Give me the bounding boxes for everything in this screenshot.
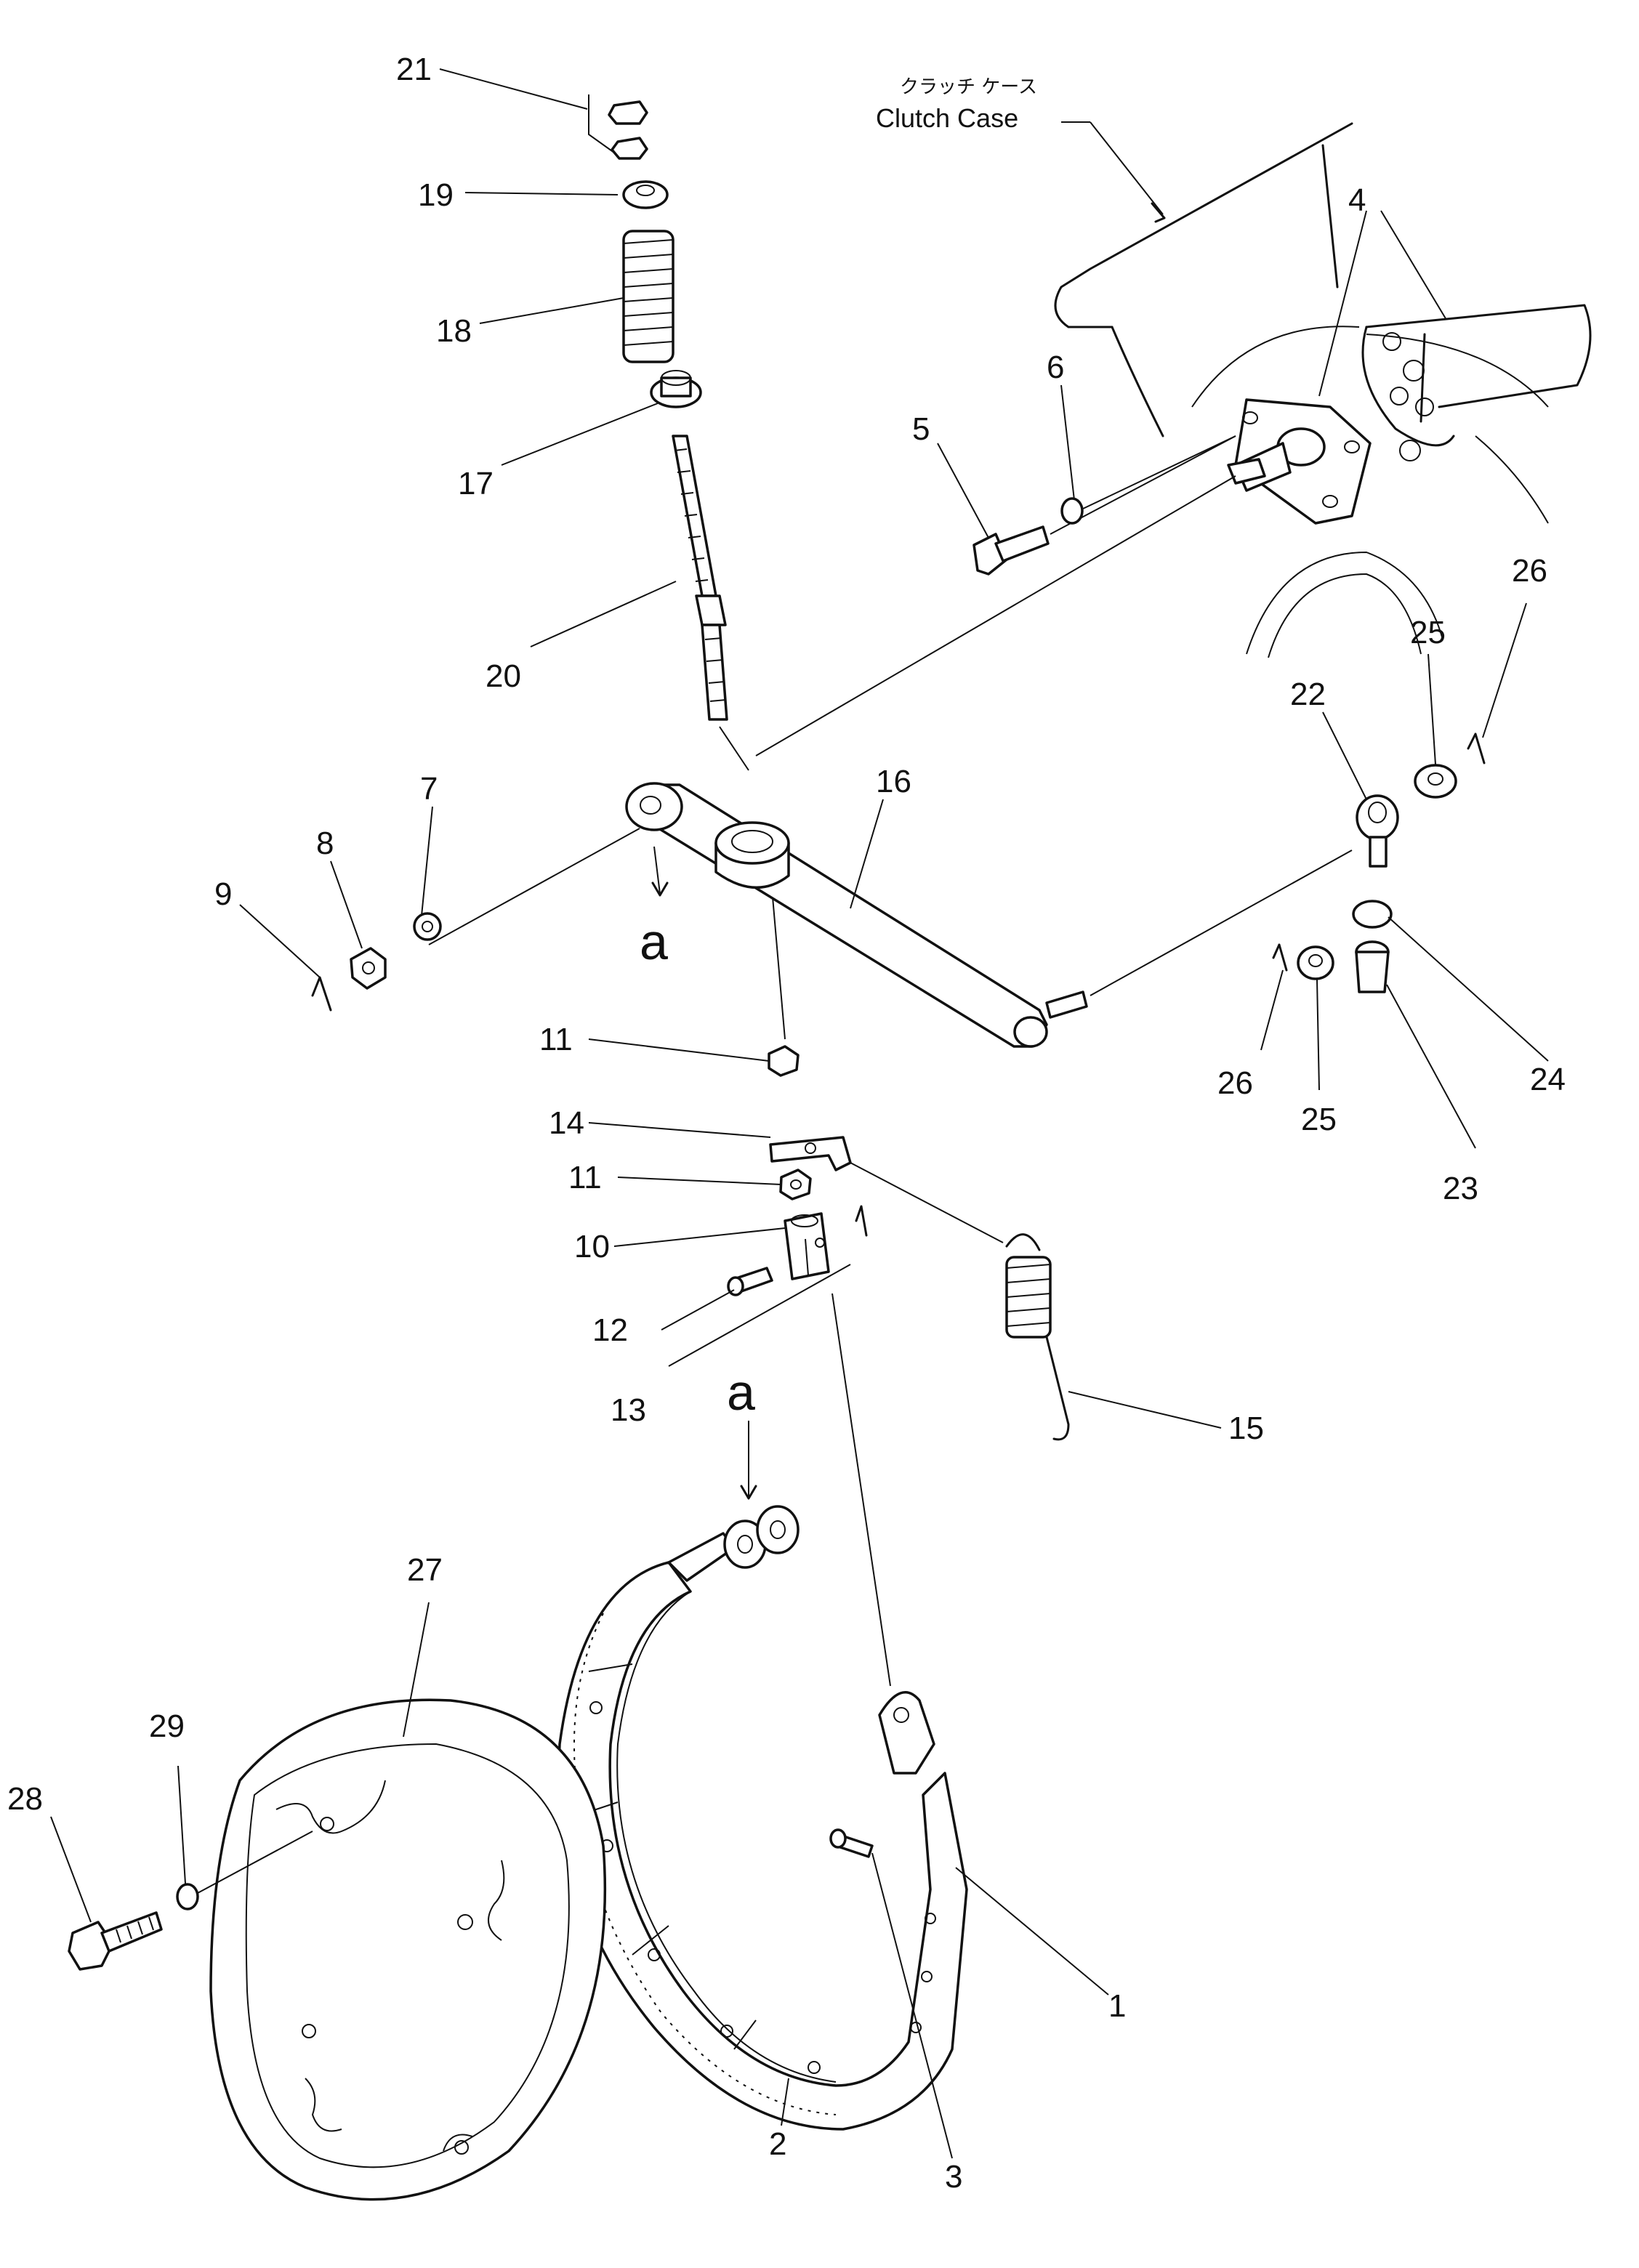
part-8-castle-nut: [350, 947, 387, 990]
callout-20: 20: [486, 658, 521, 694]
callout-11-upper: 11: [539, 1022, 573, 1057]
callout-16: 16: [876, 764, 911, 799]
callout-3: 3: [945, 2159, 962, 2195]
callout-5: 5: [912, 411, 930, 447]
part-14-bracket: [769, 1136, 852, 1171]
callout-labels: 1 2 3 4 5 6 7 8 9 10 11 11 12 13 14 15 1…: [7, 52, 1566, 2195]
part-17-collar: [650, 370, 702, 408]
callout-25-lower: 25: [1301, 1102, 1337, 1137]
view-marker-lower: a: [727, 1364, 757, 1500]
callout-21: 21: [396, 52, 432, 87]
callout-2: 2: [769, 2126, 786, 2162]
callout-9: 9: [214, 876, 232, 912]
part-27-drum: [209, 1698, 607, 2201]
callout-17: 17: [458, 466, 494, 501]
callout-26-upper: 26: [1512, 553, 1547, 589]
part-10-clevis: [784, 1212, 830, 1280]
part-20-rod: [672, 435, 728, 721]
callout-10: 10: [574, 1229, 610, 1264]
callout-22: 22: [1290, 677, 1326, 712]
part-16-lever: [625, 782, 1088, 1048]
part-18-spring: [622, 230, 674, 363]
part-4-flange-shaft: [1227, 398, 1372, 525]
part-12-pin: [727, 1267, 773, 1296]
part-2-lining: [573, 1613, 837, 2115]
callout-7: 7: [420, 771, 438, 807]
callout-27: 27: [407, 1552, 443, 1588]
part-25-nut-upper: [1414, 764, 1457, 799]
part-15-spring: [1005, 1233, 1070, 1441]
drum-arc: [1246, 551, 1443, 658]
part-11-nut-lower: [779, 1169, 812, 1200]
band-end-washers: [667, 1505, 800, 1582]
callout-13: 13: [611, 1392, 646, 1428]
part-7-washer: [413, 912, 442, 941]
callout-25-upper: 25: [1410, 615, 1446, 650]
clutch-case-label-jp: クラッチ ケース: [900, 76, 1037, 98]
view-marker-upper: a: [640, 846, 669, 970]
part-13-cotter-pin: [855, 1205, 868, 1237]
part-21-nuts: [588, 94, 648, 160]
part-22-eye-bolt: [1356, 794, 1399, 868]
part-1-brake-band: [557, 1561, 968, 2131]
clutch-case-leader-b: [1090, 121, 1164, 215]
callout-24: 24: [1530, 1062, 1566, 1097]
callout-1: 1: [1108, 1988, 1126, 2024]
view-marker-a-lower: a: [727, 1364, 755, 1421]
view-marker-a-upper: a: [640, 913, 668, 970]
part-11-nut-upper: [768, 1045, 800, 1077]
part-9-cotter-pin: [311, 976, 332, 1012]
clutch-case: [1054, 122, 1592, 524]
part-6-snap-ring: [1060, 497, 1084, 525]
clutch-case-arrowhead: [1151, 202, 1166, 223]
part-26-pin-lower: [1272, 943, 1288, 972]
callout-28: 28: [7, 1781, 43, 1817]
part-28-bolt: [68, 1911, 163, 1971]
callout-8: 8: [316, 826, 334, 861]
callout-4: 4: [1348, 182, 1366, 218]
part-29-washer: [176, 1883, 199, 1910]
part-5-bolt: [972, 525, 1050, 576]
part-24-nut: [1352, 900, 1393, 929]
callout-29: 29: [149, 1708, 185, 1744]
part-25-nut-lower: [1297, 945, 1334, 980]
callout-15: 15: [1228, 1411, 1264, 1446]
callout-6: 6: [1047, 350, 1064, 385]
callout-leaders: [50, 68, 1549, 2159]
callout-23: 23: [1443, 1171, 1478, 1206]
callout-14: 14: [549, 1105, 584, 1141]
part-19-washer: [622, 180, 669, 209]
callout-19: 19: [418, 177, 454, 213]
callout-12: 12: [592, 1312, 628, 1348]
callout-26-lower: 26: [1217, 1065, 1253, 1101]
callout-18: 18: [436, 313, 472, 349]
part-3-rivet: [829, 1828, 874, 1858]
clutch-case-label-en: Clutch Case: [876, 103, 1018, 133]
part-23-clevis: [1355, 940, 1390, 993]
callout-11-lower: 11: [568, 1160, 602, 1195]
part-26-pin-upper: [1467, 733, 1486, 764]
